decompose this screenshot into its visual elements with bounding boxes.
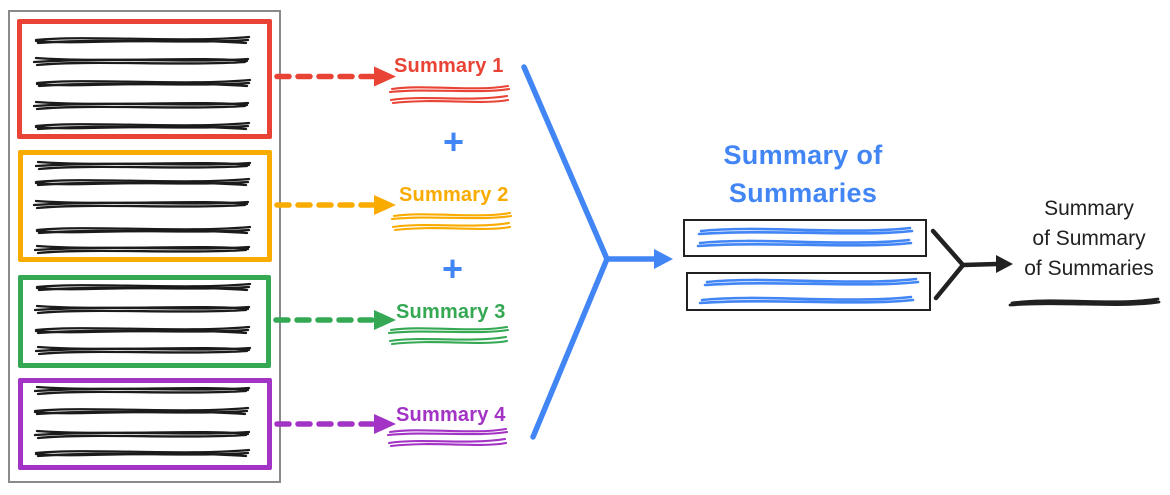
- final-summary-label-line3: of Summaries: [1024, 257, 1154, 280]
- summary-2-scribble: [390, 211, 513, 232]
- dashed-arrow-chunk2-icon: [274, 195, 396, 215]
- document-chunk-3-box: [18, 275, 271, 368]
- summary-of-summaries-title: Summary of Summaries: [703, 136, 903, 212]
- source-document-outline: [8, 10, 281, 483]
- summary-2-label: Summary 2: [399, 184, 509, 206]
- summary-of-summaries-box-1: [683, 219, 927, 257]
- summary-3-label: Summary 3: [396, 301, 506, 323]
- summary-4-label: Summary 4: [396, 404, 506, 426]
- plus-sign-2: +: [442, 248, 464, 289]
- summary-1-scribble: [388, 84, 511, 105]
- document-chunk-1-box: [17, 19, 272, 139]
- merge-arrow-icon: [521, 64, 673, 440]
- dashed-arrow-chunk1-icon: [274, 66, 396, 87]
- plus-sign-1: +: [443, 121, 465, 162]
- final-merge-arrow-icon: [930, 228, 1013, 301]
- summary-of-summaries-title-line2: Summaries: [728, 178, 878, 208]
- document-chunk-2-box: [18, 150, 272, 262]
- final-summary-label-line2: of Summary: [1032, 227, 1146, 250]
- summary-3-scribble: [387, 325, 510, 346]
- summary-4-scribble: [386, 427, 509, 448]
- final-summary-label: Summary of Summary of Summaries: [1009, 194, 1169, 284]
- summary-of-summaries-box-2: [686, 272, 931, 311]
- final-summary-label-line1: Summary: [1044, 197, 1134, 220]
- dashed-arrow-chunk4-icon: [274, 414, 396, 434]
- summary-1-label: Summary 1: [394, 55, 504, 77]
- dashed-arrow-chunk3-icon: [273, 310, 396, 330]
- summary-of-summaries-title-line1: Summary of: [723, 140, 883, 170]
- document-chunk-4-box: [18, 378, 272, 470]
- final-summary-scribble: [1008, 297, 1161, 307]
